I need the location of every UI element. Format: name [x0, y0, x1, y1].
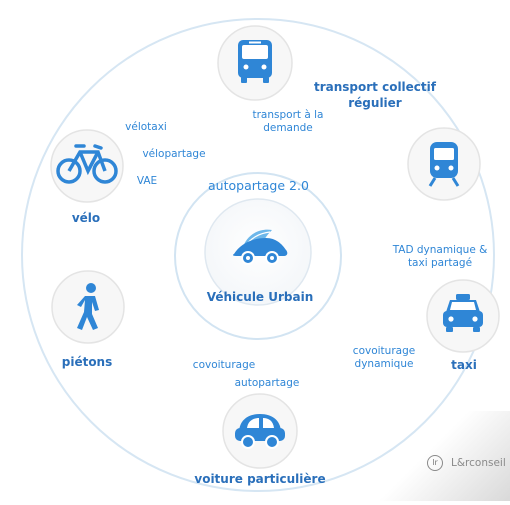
- bus-label: transport collectif régulier: [313, 80, 436, 110]
- logo-mark-icon: lr: [427, 455, 443, 471]
- leaf-car-icon: [232, 229, 288, 265]
- pedestrian-node: [51, 270, 125, 344]
- train-icon: [428, 142, 460, 187]
- bus-icon: [238, 40, 272, 83]
- corner-shadow: [380, 411, 510, 501]
- car-node: [222, 393, 298, 469]
- tad-label: transport à la demande: [252, 109, 324, 134]
- velotaxi-label: vélotaxi: [125, 121, 167, 133]
- vae-label: VAE: [136, 175, 158, 187]
- car-label: voiture particulière: [194, 472, 326, 486]
- bike-label: vélo: [71, 211, 101, 225]
- center-label: Véhicule Urbain: [206, 290, 314, 304]
- center-top-label: autopartage 2.0: [208, 178, 309, 193]
- pedestrian-label: piétons: [61, 355, 113, 369]
- tad-dyn-label: TAD dynamique & taxi partagé: [392, 244, 488, 269]
- company-logo: lr L&rconseil: [427, 455, 506, 471]
- covoit-dyn-label: covoiturage dynamique: [352, 345, 416, 370]
- autopartage-label: autopartage: [234, 377, 300, 389]
- car-icon: [235, 414, 285, 449]
- bike-icon: [56, 144, 118, 184]
- taxi-node: [426, 279, 500, 353]
- taxi-icon: [443, 294, 483, 332]
- bus-node: [217, 25, 293, 101]
- pedestrian-icon: [77, 283, 99, 330]
- train-node: [407, 127, 481, 201]
- logo-text: L&rconseil: [451, 457, 506, 469]
- covoit-label: covoiturage: [192, 359, 256, 371]
- velopartage-label: vélopartage: [142, 148, 206, 160]
- bike-node: [50, 129, 124, 203]
- taxi-label: taxi: [451, 358, 477, 372]
- outer-ring: [21, 18, 495, 492]
